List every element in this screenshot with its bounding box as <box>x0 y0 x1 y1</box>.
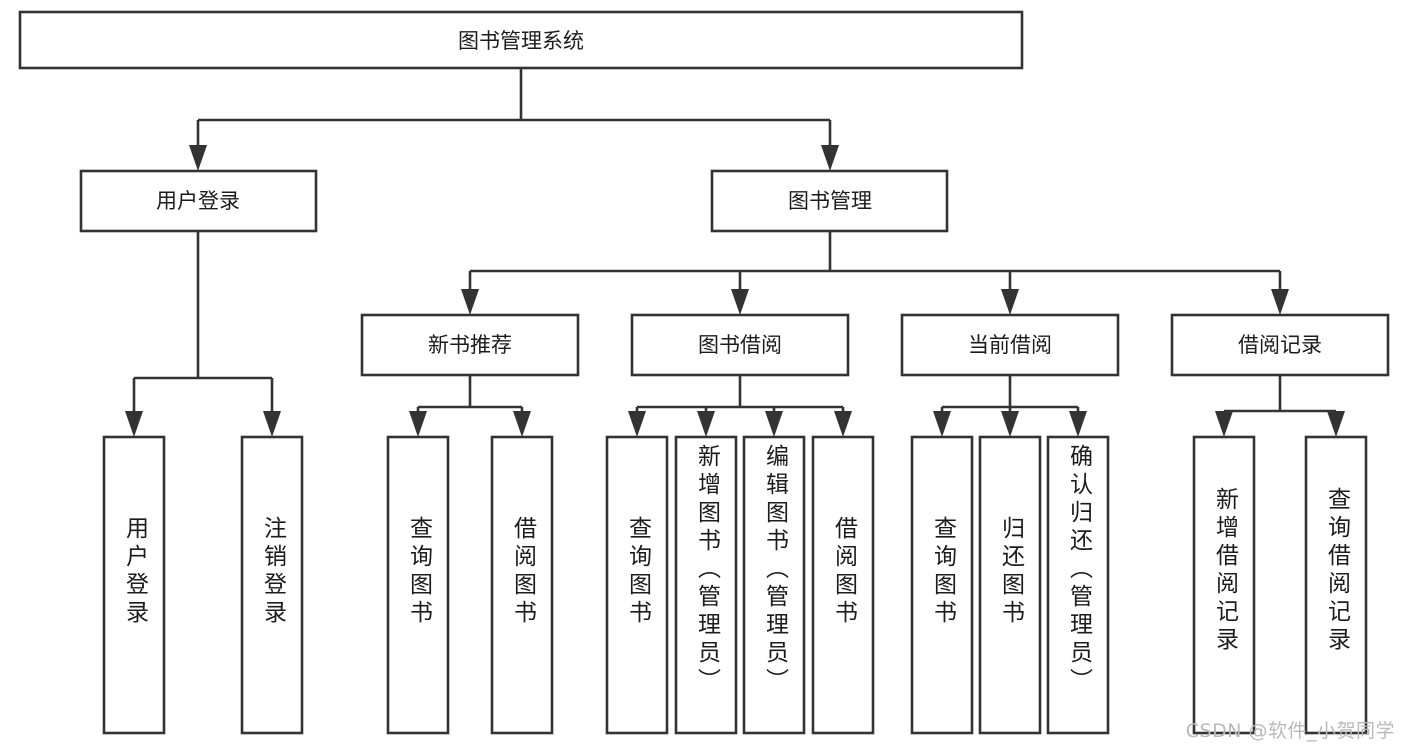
arrow-head-leaf-query-book-2 <box>628 411 646 437</box>
node-book-borrow-box[interactable] <box>630 313 850 377</box>
node-user-login[interactable]: 用户登录 <box>79 169 318 233</box>
node-current-borrow-label: 当前借阅 <box>968 333 1052 357</box>
connectors-new-book-recommend-to-leaves <box>409 375 531 437</box>
connectors-book-manage-to-level3 <box>461 231 1289 315</box>
arrow-head-leaf-borrow-book-1 <box>513 411 531 437</box>
node-new-book-recommend[interactable]: 新书推荐 <box>360 313 580 377</box>
node-leaf-borrow-book-1-box[interactable] <box>490 435 554 735</box>
leaf-boxes <box>102 435 1368 735</box>
node-leaf-user-login-box[interactable] <box>102 435 166 735</box>
node-book-manage-box[interactable] <box>710 169 949 233</box>
arrow-head-leaf-query-book-3 <box>933 411 951 437</box>
connectors-root-to-level2 <box>189 68 839 171</box>
connectors-current-borrow-to-leaves <box>933 375 1087 437</box>
arrow-head-book-borrow <box>731 289 749 315</box>
node-root[interactable]: 图书管理系统 <box>18 10 1024 70</box>
node-leaf-query-record-box[interactable] <box>1304 435 1368 735</box>
node-new-book-recommend-label: 新书推荐 <box>428 333 512 357</box>
node-user-login-box[interactable] <box>79 169 318 233</box>
node-user-login-label: 用户登录 <box>156 189 240 213</box>
node-borrow-record-label: 借阅记录 <box>1238 333 1322 357</box>
node-leaf-borrow-book-2-box[interactable] <box>811 435 875 735</box>
arrow-head-leaf-query-book-1 <box>409 411 427 437</box>
arrow-head-leaf-edit-book <box>765 411 783 437</box>
node-current-borrow-box[interactable] <box>900 313 1120 377</box>
node-leaf-logout-login-box[interactable] <box>240 435 304 735</box>
arrow-head-borrow-record <box>1271 289 1289 315</box>
node-leaf-add-record-box[interactable] <box>1192 435 1256 735</box>
node-leaf-confirm-return-box[interactable] <box>1046 435 1110 735</box>
arrow-head-current-borrow <box>1001 289 1019 315</box>
arrow-head-user-login <box>189 145 207 171</box>
arrow-head-leaf-user-login <box>125 411 143 437</box>
arrow-head-book-manage <box>821 145 839 171</box>
node-leaf-query-book-2-box[interactable] <box>605 435 669 735</box>
arrow-head-leaf-logout-login <box>263 411 281 437</box>
node-book-manage[interactable]: 图书管理 <box>710 169 949 233</box>
node-current-borrow[interactable]: 当前借阅 <box>900 313 1120 377</box>
node-leaf-return-book-box[interactable] <box>978 435 1042 735</box>
connectors-user-login-to-leaves <box>125 231 281 437</box>
node-book-borrow-label: 图书借阅 <box>698 333 782 357</box>
arrow-head-leaf-borrow-book-2 <box>834 411 852 437</box>
arrow-head-leaf-return-book <box>1001 411 1019 437</box>
node-leaf-edit-book-box[interactable] <box>742 435 806 735</box>
node-leaf-query-book-1-box[interactable] <box>386 435 450 735</box>
connectors-book-borrow-to-leaves <box>628 375 852 437</box>
node-root-label: 图书管理系统 <box>458 29 584 53</box>
connectors-borrow-record-to-leaves <box>1215 375 1345 437</box>
node-leaf-query-book-3-box[interactable] <box>910 435 974 735</box>
node-leaf-add-book-box[interactable] <box>674 435 738 735</box>
arrow-head-leaf-query-record <box>1327 411 1345 437</box>
arrow-head-leaf-add-record <box>1215 411 1233 437</box>
arrow-head-new-book-recommend <box>461 289 479 315</box>
arrow-head-leaf-add-book <box>697 411 715 437</box>
node-book-manage-label: 图书管理 <box>788 189 872 213</box>
arrow-head-leaf-confirm-return <box>1069 411 1087 437</box>
node-root-box[interactable] <box>18 10 1024 70</box>
node-borrow-record[interactable]: 借阅记录 <box>1170 313 1390 377</box>
node-new-book-recommend-box[interactable] <box>360 313 580 377</box>
node-book-borrow[interactable]: 图书借阅 <box>630 313 850 377</box>
node-borrow-record-box[interactable] <box>1170 313 1390 377</box>
